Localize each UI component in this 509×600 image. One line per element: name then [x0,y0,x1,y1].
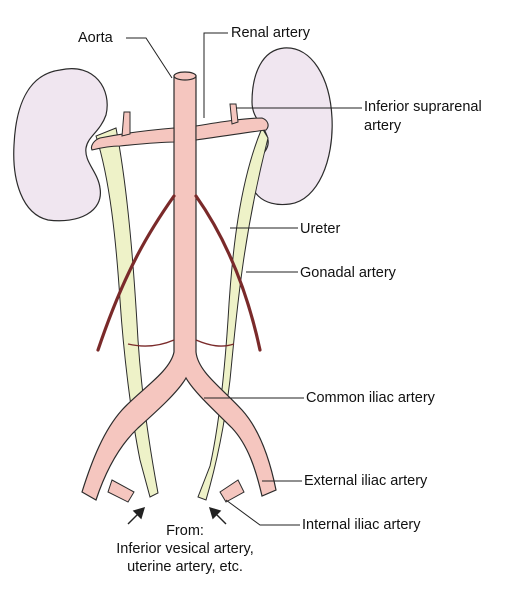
footnote-line1: From: [166,523,204,539]
label-inferior-suprarenal-line1: Inferior suprarenal [364,99,482,115]
right-inferior-suprarenal-artery [229,103,239,125]
label-gonadal-artery: Gonadal artery [300,265,396,281]
footnote-line2: Inferior vesical artery, [116,541,254,557]
aorta-and-iliacs [81,75,277,501]
aorta-top-opening [173,71,197,81]
left-internal-iliac-artery [107,479,135,503]
left-kidney [13,68,108,222]
label-renal-artery: Renal artery [231,25,310,41]
right-internal-iliac-artery [219,479,245,503]
label-aorta: Aorta [78,30,113,46]
label-common-iliac-artery: Common iliac artery [306,390,435,406]
right-ureter [197,126,269,501]
label-inferior-suprarenal-line2: artery [364,118,402,134]
right-gonadal-artery [194,194,262,352]
right-ureteric-branch [195,339,235,347]
label-internal-iliac-artery: Internal iliac artery [302,517,421,533]
label-external-iliac-artery: External iliac artery [304,473,428,489]
arrows [127,506,227,525]
left-ureteric-branch [127,339,175,347]
footnote-line3: uterine artery, etc. [127,559,243,575]
footnote: From: Inferior vesical artery, uterine a… [90,522,280,576]
left-gonadal-artery [96,194,176,352]
left-inferior-suprarenal-artery [121,111,131,137]
left-renal-artery [90,127,175,151]
label-ureter: Ureter [300,221,341,237]
leader-lines [126,32,362,526]
